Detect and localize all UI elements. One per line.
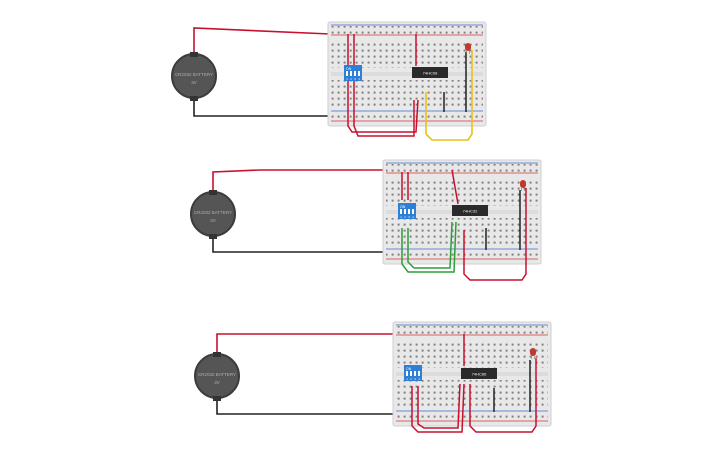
dip-switch-3-num-3: 3 [414,377,416,381]
battery-2-label: CR2032 BATTERY [194,210,232,215]
battery-3[interactable]: CR2032 BATTERY 3V [194,352,240,401]
dip-switch-2-num-4: 4 [412,215,414,219]
battery-3-label: CR2032 BATTERY [198,372,236,377]
ic-chip-3[interactable]: 74HC86 [461,368,497,379]
dip-switch-3-num-2: 2 [410,377,412,381]
dip-switch-1-num-3: 3 [354,77,356,81]
led-3[interactable] [530,348,536,359]
wire-black-battery-negative[interactable] [212,238,394,253]
breadboard-1[interactable] [327,21,487,127]
wire-red-output[interactable] [463,188,527,281]
wire-yellow-output[interactable] [425,50,473,141]
dip-switch-1-label: ON [346,67,352,71]
dip-switch-2-num-2: 2 [404,215,406,219]
battery-3-voltage: 3V [214,380,220,385]
dip-switch-3[interactable]: ON 1 2 3 4 [404,365,422,381]
dip-switch-2-label: ON [400,205,406,209]
dip-switch-3-num-4: 4 [418,377,420,381]
dip-switch-2[interactable]: ON 1 2 3 4 [398,203,416,219]
battery-1-voltage: 3V [191,80,197,85]
dip-switch-1[interactable]: ON 1 2 3 4 [344,65,362,81]
wire-red-battery-positive[interactable] [216,333,400,352]
battery-1[interactable]: CR2032 BATTERY 3V [171,52,217,101]
dip-switch-2-num-1: 1 [400,215,402,219]
dip-switch-1-num-1: 1 [346,77,348,81]
wire-black-battery-negative[interactable] [216,400,402,415]
dip-switch-3-label: ON [406,367,412,371]
dip-switch-1-num-2: 2 [350,77,352,81]
circuit-1: CR2032 BATTERY 3V ON 1 2 3 4 74HC08 [171,21,487,141]
battery-2[interactable]: CR2032 BATTERY 3V [190,190,236,239]
circuit-2: CR2032 BATTERY 3V ON 1 2 3 4 74HC32 [190,159,542,281]
wire-red-power-1[interactable] [347,34,419,133]
battery-2-voltage: 3V [210,218,216,223]
wire-green-input-2[interactable] [407,221,453,269]
circuit-3: CR2032 BATTERY 3V ON 1 2 3 4 74HC86 [194,321,552,433]
dip-switch-1-num-4: 4 [358,77,360,81]
dip-switch-2-num-3: 3 [408,215,410,219]
wire-red-ic-vcc[interactable] [451,169,459,205]
ic-chip-2[interactable]: 74HC32 [452,205,488,216]
led-1[interactable] [465,43,471,54]
ic-chip-3-label: 74HC86 [472,372,487,377]
battery-1-label: CR2032 BATTERY [175,72,213,77]
led-2[interactable] [520,180,526,191]
wire-red-power-2[interactable] [353,34,415,137]
wire-red-output[interactable] [469,358,537,433]
dip-switch-3-num-1: 1 [406,377,408,381]
wire-green-input-1[interactable] [401,221,457,273]
ic-chip-1-label: 74HC08 [423,71,438,76]
wire-red-input-2[interactable] [417,383,461,429]
ic-chip-1[interactable]: 74HC08 [412,67,448,78]
wire-black-battery-negative[interactable] [193,100,340,117]
ic-chip-2-label: 74HC32 [463,209,478,214]
wire-red-input-1[interactable] [411,383,465,433]
